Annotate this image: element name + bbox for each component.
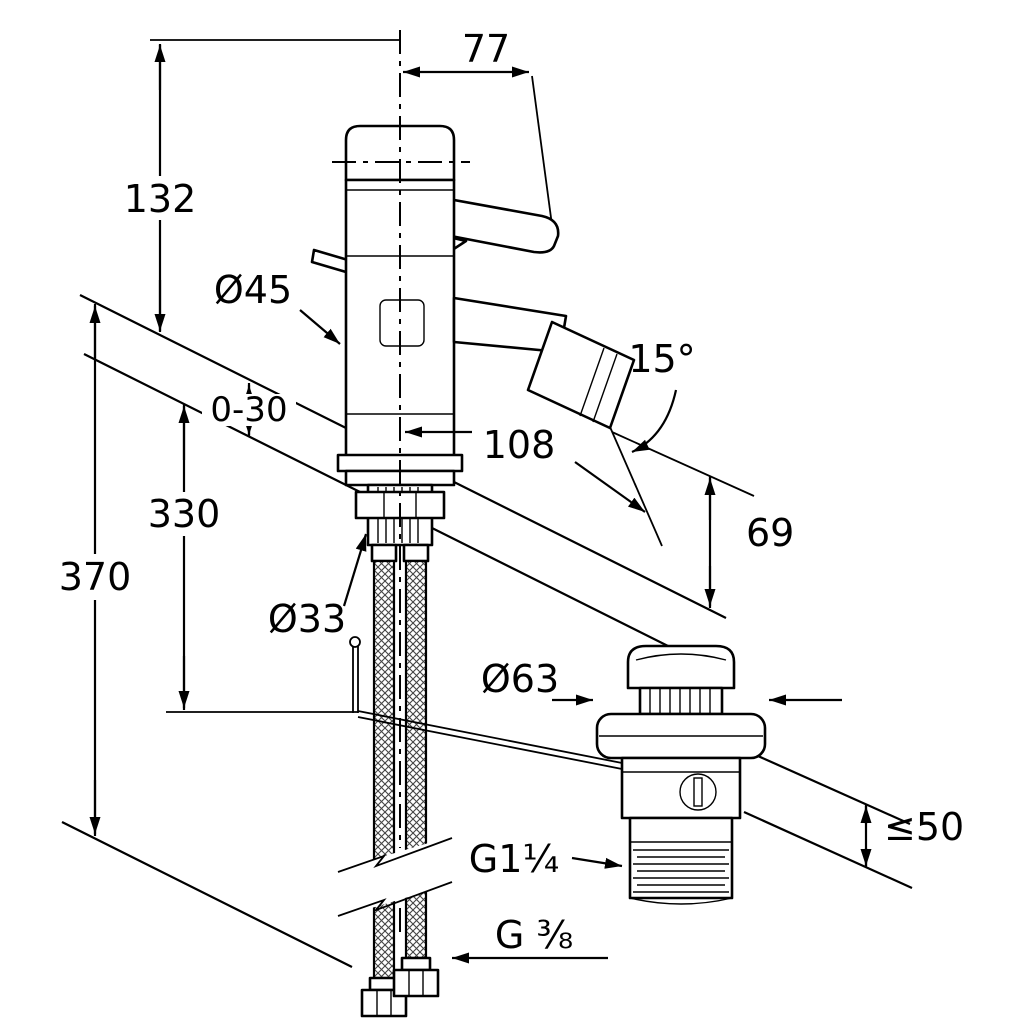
- drain-stem: [638, 686, 724, 716]
- drain-thread-lines: [633, 849, 729, 893]
- dim-spout-angle-label: 15°: [628, 337, 695, 381]
- break-mask: [338, 836, 452, 918]
- popup-linkage: [349, 636, 623, 770]
- dim-drain-flange-diameter-label: Ø63: [481, 657, 559, 701]
- faucet-handle: [428, 194, 560, 254]
- hose-right-nut: [392, 968, 440, 998]
- break-line-top: [337, 837, 453, 873]
- dim-supply-thread-label: G ⅜: [495, 913, 573, 957]
- hose-right-collar: [400, 956, 432, 972]
- dim-body-diameter-label: Ø45: [214, 268, 292, 312]
- dim-deck-thickness-label: 0-30: [210, 390, 287, 430]
- dim-handle-projection-label: 77: [462, 27, 510, 71]
- dimensions: 77 132 370 330 0-30 Ø45 15° 10: [48, 27, 964, 964]
- hose-left: [372, 559, 396, 980]
- dim-height-above-deck-label: 132: [124, 177, 197, 221]
- dim-depth-overall-label: 370: [59, 555, 132, 599]
- drain-stem-ribs: [649, 688, 711, 714]
- dim-hole-diameter-label: Ø33: [268, 597, 346, 641]
- dim-drain-thread-label: G1¼: [469, 837, 559, 881]
- body-front-plate: [379, 299, 425, 347]
- hose-nipple-left: [370, 543, 398, 563]
- drain-tailpiece: [628, 816, 734, 900]
- hose-nipple-right: [402, 543, 430, 563]
- drain-rod-knob: [310, 248, 350, 274]
- spout-outlet: [526, 320, 636, 430]
- dim-outlet-to-deck-label: 69: [746, 511, 794, 555]
- supply-hoses: [337, 559, 453, 1018]
- centerlines: [332, 30, 470, 932]
- drain-assembly: [595, 644, 767, 905]
- drain-cap: [626, 644, 736, 690]
- dim-drain-max-deck-label: ≤50: [884, 805, 964, 849]
- dim-depth-mid-label: 330: [148, 492, 221, 536]
- dim-spout-reach-label: 108: [483, 423, 556, 467]
- drain-body-hole: [679, 773, 717, 811]
- break-line-bottom: [337, 881, 453, 917]
- faucet: [310, 124, 636, 563]
- faucet-cap: [344, 124, 456, 182]
